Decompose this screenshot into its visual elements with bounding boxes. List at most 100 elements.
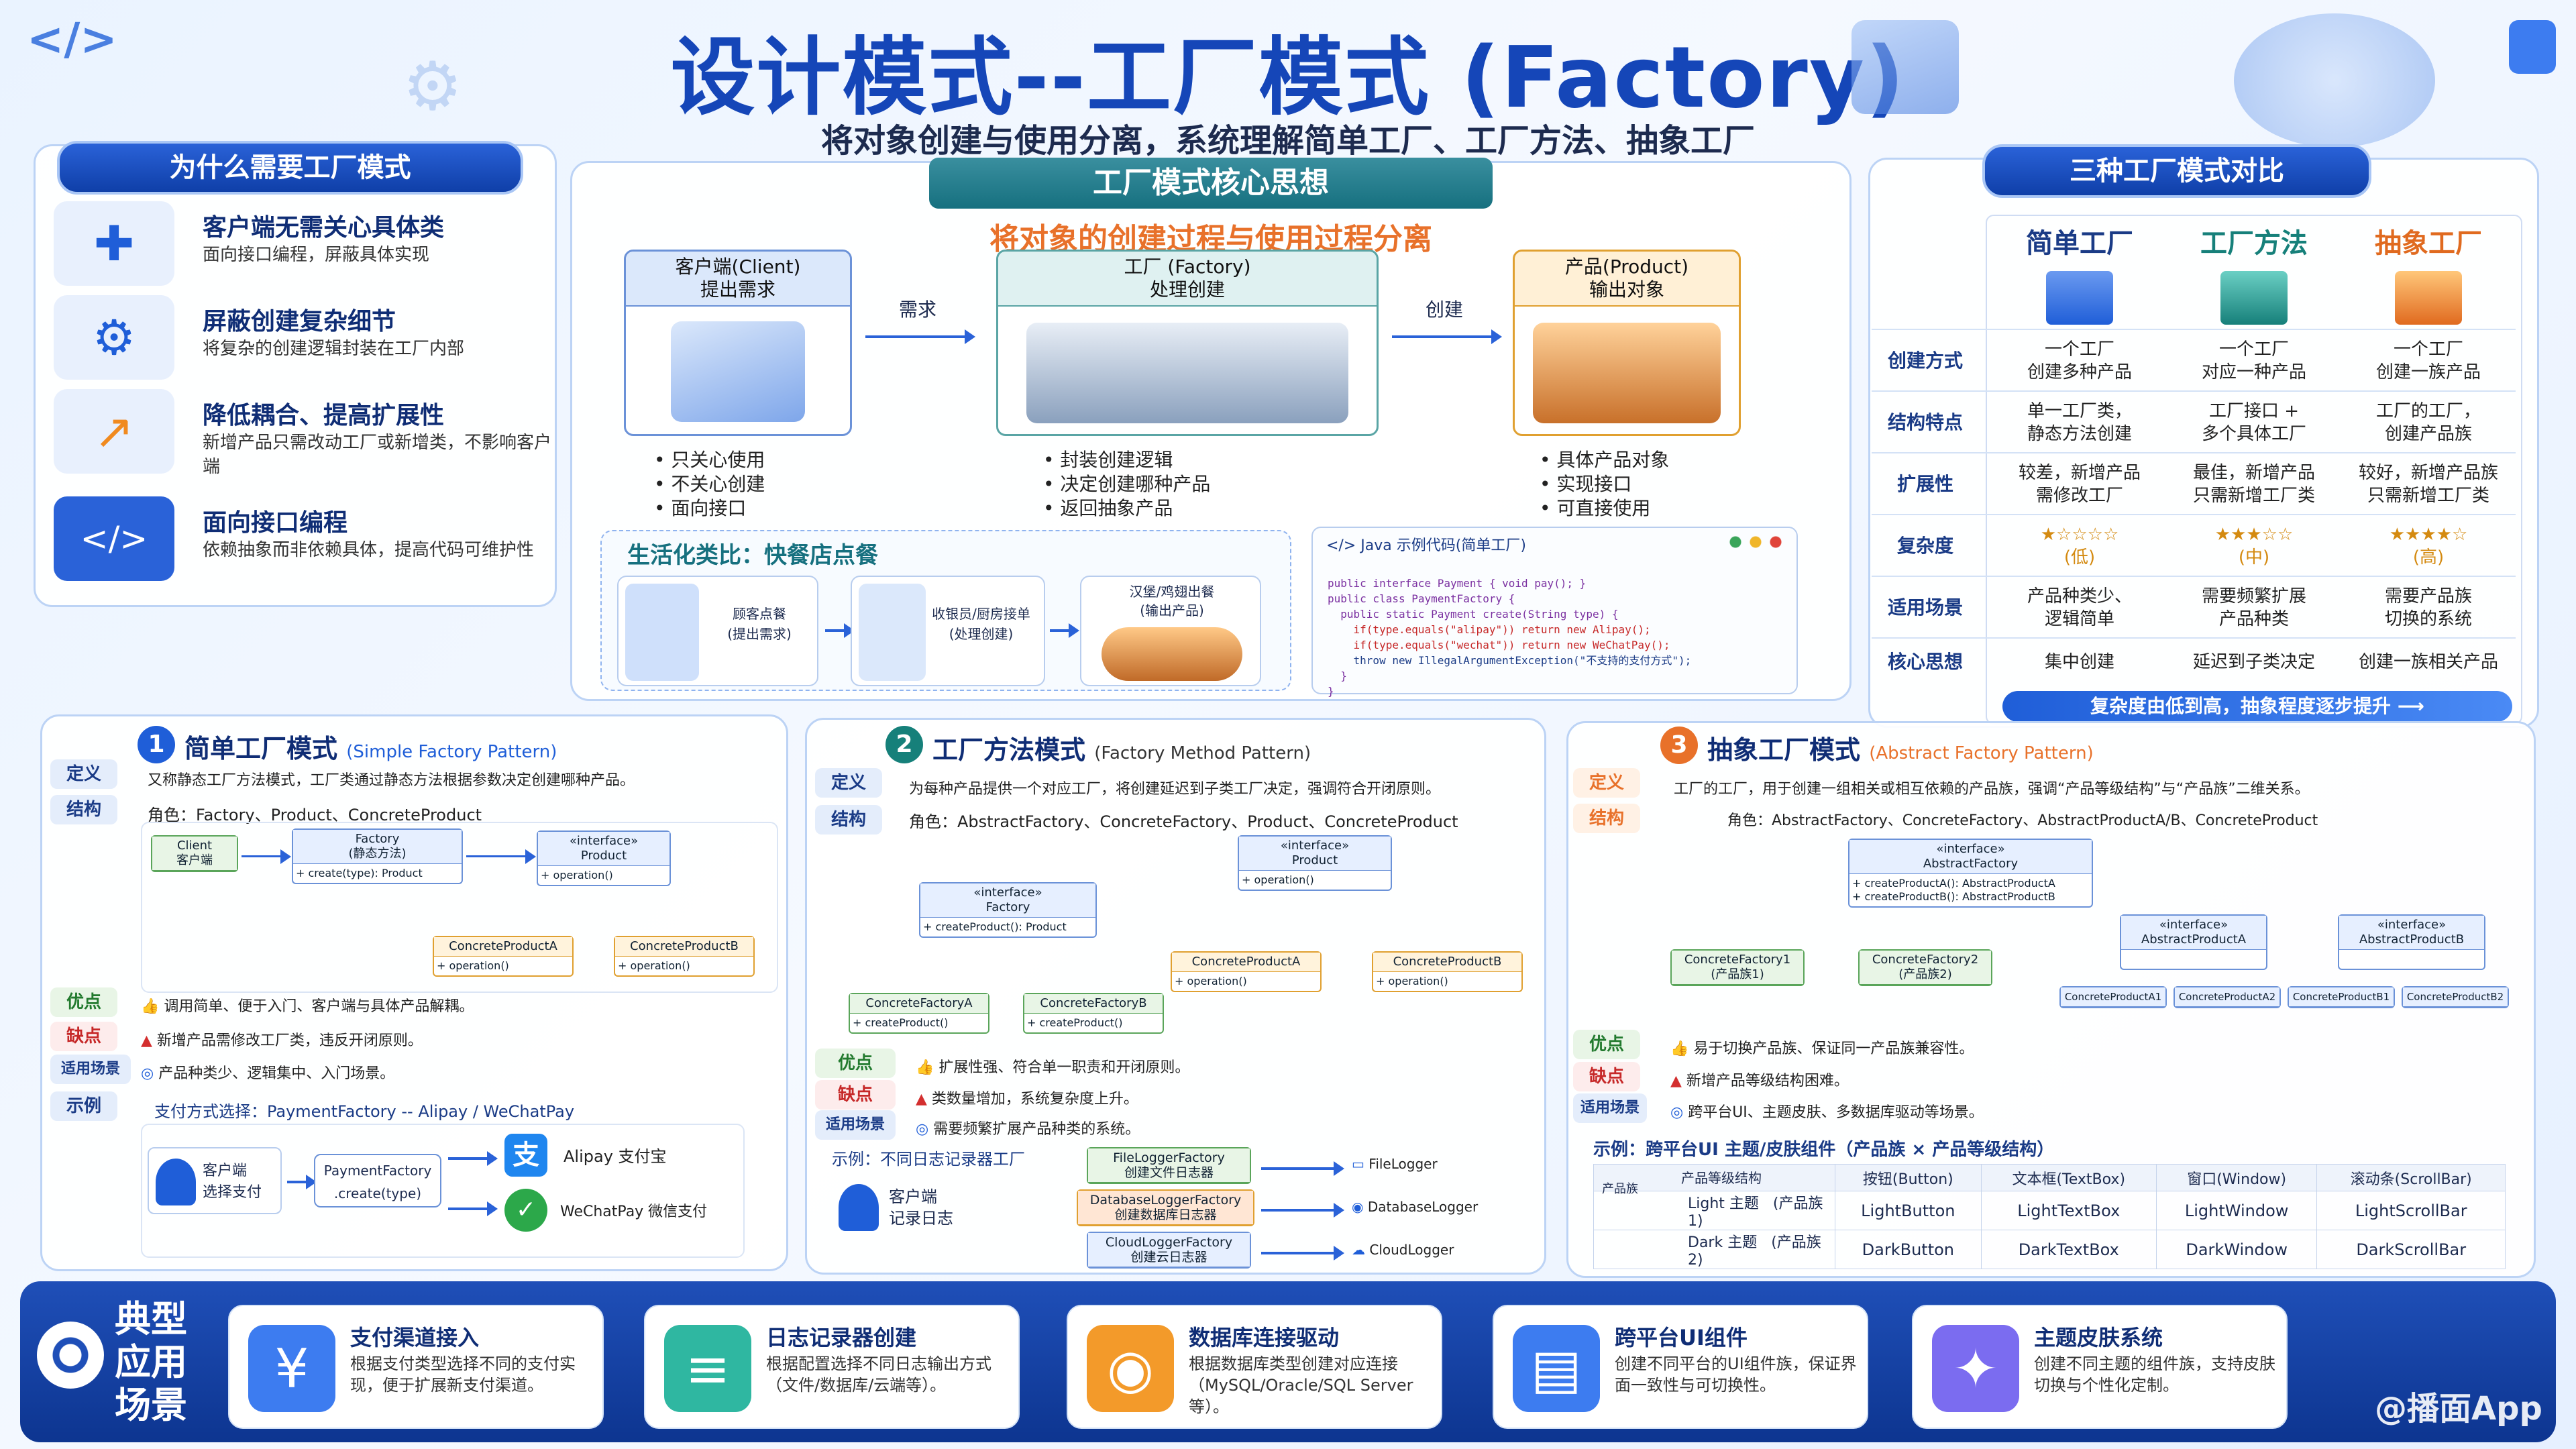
ex-arrow	[448, 1201, 498, 1216]
thumbs-up-icon: 👍	[141, 998, 160, 1015]
uml-a-cf2: ConcreteFactory2 (产品族2)	[1858, 949, 1992, 986]
abstract-ex: 示例：跨平台UI 主题/皮肤组件（产品族 × 产品等级结构）	[1593, 1140, 2055, 1160]
why-title: 为什么需要工厂模式	[57, 141, 523, 195]
target-icon: ◎	[1670, 1104, 1684, 1121]
thumbs-up-icon: 👍	[916, 1059, 934, 1076]
app-card: ≡日志记录器创建根据配置选择不同日志输出方式（文件/数据库/云端等）。	[644, 1305, 1020, 1429]
ex-wechat: WeChatPay 微信支付	[560, 1203, 708, 1220]
uml-a-leaf: ConcreteProductA2	[2174, 986, 2281, 1008]
uml-a-leaf: ConcreteProductB2	[2402, 986, 2509, 1008]
why-item: ✚客户端无需关心具体类面向接口编程，屏蔽具体实现	[54, 201, 550, 286]
alipay-icon: 支	[504, 1134, 547, 1177]
code-panel: </> Java 示例代码(简单工厂) public interface Pay…	[1311, 527, 1798, 698]
uml-factory: Factory (静态方法)+ create(type): Product	[292, 828, 463, 884]
m-ex-product: ☁ CloudLogger	[1352, 1242, 1454, 1258]
abstract-def: 工厂的工厂，用于创建一组相关或相互依赖的产品族，强调“产品等级结构”与“产品族”…	[1674, 781, 2310, 798]
simple-pro-label: 优点	[50, 987, 117, 1017]
core-title: 工厂模式核心思想	[929, 158, 1493, 209]
burger-icon	[1533, 323, 1721, 423]
factory-bullet: • 返回抽象产品	[1043, 497, 1173, 519]
code-logo-icon: </>	[27, 13, 117, 65]
abstract-struct-label: 结构	[1573, 804, 1640, 833]
method-con: ▲ 类数量增加，系统复杂度上升。	[916, 1091, 1138, 1108]
simple-uml-frame	[141, 822, 778, 993]
uml-concrete-b: ConcreteProductB+ operation()	[614, 936, 755, 977]
thumbs-up-icon: 👍	[1670, 1040, 1689, 1057]
code-small-icon: </>	[1326, 537, 1356, 554]
simple-ex-frame	[141, 1124, 745, 1258]
cloud-icon: ☁	[1352, 1242, 1365, 1258]
simple-num-badge: 1	[138, 726, 175, 763]
method-con-label: 缺点	[815, 1080, 896, 1110]
simple-pro: 👍 调用简单、便于入门、客户端与具体产品解耦。	[141, 998, 474, 1015]
uml-product: «interface» Product+ operation()	[537, 830, 671, 886]
factory-teal-icon	[2220, 271, 2288, 325]
method-ex: 示例：不同日志记录器工厂	[832, 1150, 1025, 1169]
uml-client: Client 客户端	[151, 835, 238, 872]
app-card: ◉数据库连接驱动根据数据库类型创建对应连接（MySQL/Oracle/SQL S…	[1067, 1305, 1442, 1429]
simple-struct-label: 结构	[50, 795, 117, 824]
factory-blue-icon	[2046, 271, 2113, 325]
database-icon: ◉	[1087, 1325, 1174, 1412]
simple-con: ▲ 新增产品需修改工厂类，违反开闭原则。	[141, 1032, 423, 1049]
m-ex-factory: FileLoggerFactory 创建文件日志器	[1087, 1147, 1251, 1184]
analogy-title: 生活化类比：快餐店点餐	[627, 542, 878, 569]
ex-arrow	[448, 1151, 498, 1166]
simple-use: ◎ 产品种类少、逻辑集中、入门场景。	[141, 1065, 395, 1082]
analogy-arrow-1	[825, 623, 855, 638]
method-pro: 👍 扩展性强、符合单一职责和开闭原则。	[916, 1059, 1190, 1076]
cloud-decor-icon	[2234, 13, 2435, 148]
why-item: ⚙屏蔽创建复杂细节将复杂的创建逻辑封装在工厂内部	[54, 295, 550, 380]
target-big-icon	[37, 1322, 104, 1389]
wechat-icon: ✓	[504, 1189, 547, 1232]
analogy-step-cashier: 收银员/厨房接单 (处理创建)	[851, 576, 1045, 686]
why-item: ↗降低耦合、提高扩展性新增产品只需改动工厂或新增类，不影响客户端	[54, 389, 551, 477]
factory-bullet: • 决定创建哪种产品	[1043, 473, 1211, 495]
create-arrow	[1392, 329, 1502, 344]
abstract-title: 抽象工厂模式 (Abstract Factory Pattern)	[1707, 735, 2094, 765]
method-def: 为每种产品提供一个对应工厂，将创建延迟到子类工厂决定，强调符合开闭原则。	[909, 781, 1441, 798]
uml-arrow	[466, 849, 536, 864]
compare-row: 创建方式一个工厂 创建多种产品一个工厂 对应一种产品一个工厂 创建一族产品	[1872, 329, 2516, 390]
method-use: ◎ 需要频繁扩展产品种类的系统。	[916, 1121, 1140, 1138]
simple-def-label: 定义	[50, 759, 117, 789]
abstract-pro-label: 优点	[1573, 1030, 1640, 1059]
uml-a-apb: «interface» AbstractProductB	[2338, 914, 2485, 970]
compare-footer: 复杂度由低到高，抽象程度逐步提升 ⟶	[2002, 691, 2512, 722]
client-bullet: • 只关心使用	[654, 449, 765, 471]
cashier-icon	[859, 584, 926, 681]
abstract-def-label: 定义	[1573, 768, 1640, 798]
simple-use-label: 适用场景	[50, 1055, 131, 1084]
abstract-con: ▲ 新增产品等级结构困难。	[1670, 1073, 1849, 1089]
compare-title: 三种工厂模式对比	[1982, 144, 2371, 198]
corner-cell: 产品等级结构产品族	[1593, 1164, 1835, 1196]
factory-robot-icon	[1026, 323, 1348, 423]
product-bullet: • 具体产品对象	[1540, 449, 1670, 471]
uml-a-apa: «interface» AbstractProductA	[2120, 914, 2267, 970]
app-card: ▤跨平台UI组件创建不同平台的UI组件族，保证界面一致性与可切换性。	[1493, 1305, 1868, 1429]
factory-orange-icon	[2395, 271, 2462, 325]
user-icon	[839, 1184, 879, 1231]
uml-a-leaf: ConcreteProductB1	[2288, 986, 2395, 1008]
product-bullet: • 可直接使用	[1540, 497, 1651, 519]
method-title: 工厂方法模式 (Factory Method Pattern)	[932, 735, 1311, 765]
simple-ex: 支付方式选择：PaymentFactory -- Alipay / WeChat…	[154, 1102, 575, 1121]
uml-a-leaf: ConcreteProductA1	[2059, 986, 2167, 1008]
window-dots-icon	[1729, 536, 1783, 548]
compare-row: 复杂度★☆☆☆☆ (低)★★★☆☆ (中)★★★★☆ (高)	[1872, 514, 2516, 576]
shirt-icon: ✦	[1932, 1325, 2019, 1412]
uml-a-cf1: ConcreteFactory1 (产品族1)	[1670, 949, 1805, 986]
method-struct-label: 结构	[815, 805, 882, 835]
warning-icon: ▲	[1670, 1073, 1682, 1089]
compare-row: 适用场景产品种类少、 逻辑简单需要频繁扩展 产品种类需要产品族 切换的系统	[1872, 576, 2516, 637]
database-icon: ◉	[1352, 1199, 1364, 1215]
app-card: ✦主题皮肤系统创建不同主题的组件族，支持皮肤切换与个性化定制。	[1912, 1305, 2288, 1429]
warning-icon: ▲	[916, 1091, 927, 1108]
method-pro-label: 优点	[815, 1049, 896, 1078]
file-icon: ▭	[1352, 1156, 1364, 1172]
product-box: 产品(Product)输出对象	[1513, 250, 1741, 436]
m-ex-arrow	[1261, 1203, 1344, 1218]
uml-m-cpb: ConcreteProductB+ operation()	[1372, 951, 1523, 992]
demand-arrow	[865, 329, 975, 344]
m-ex-factory: DatabaseLoggerFactory 创建数据库日志器	[1077, 1189, 1254, 1226]
